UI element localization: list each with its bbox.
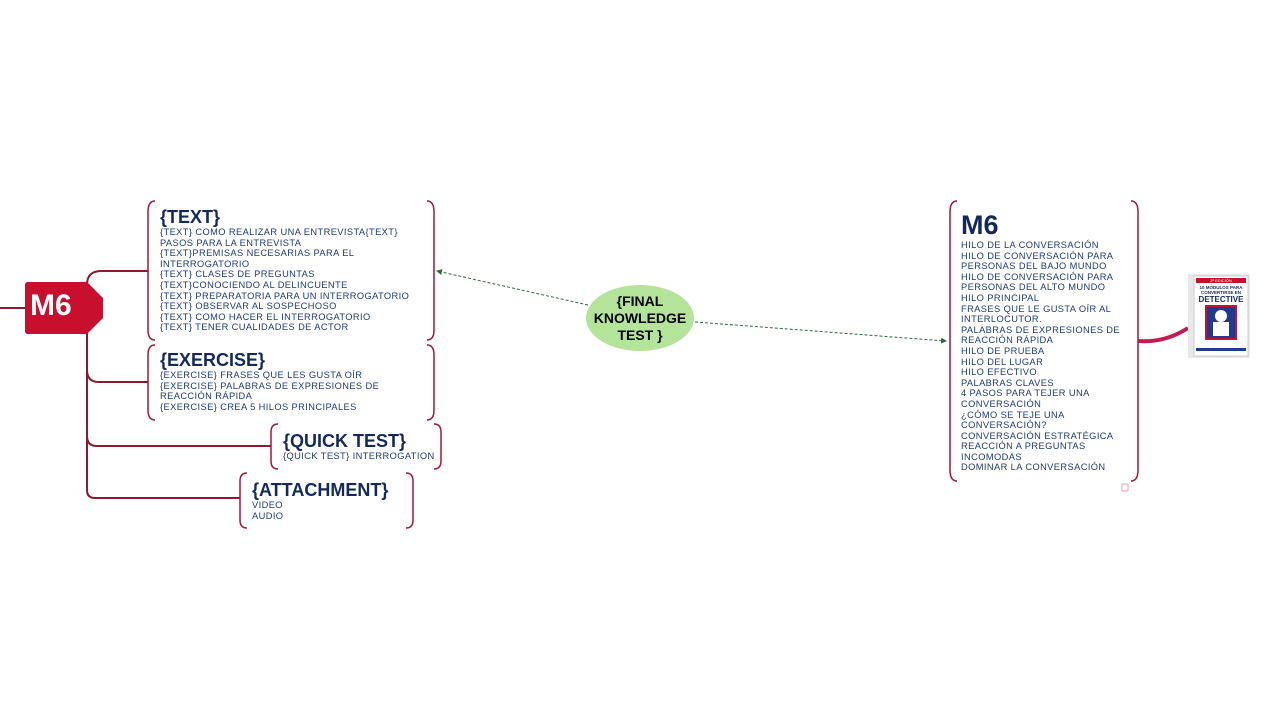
list-item: REACCIÓN RÁPIDA <box>961 335 1054 346</box>
note-icon <box>1121 483 1129 492</box>
list-item: CONVERSACIÓN? <box>961 420 1047 431</box>
branch-items: {EXERCISE} FRASES QUE LES GUSTA OÍR{EXER… <box>160 370 379 412</box>
book-line3: DETECTIVE <box>1199 295 1245 304</box>
list-item: HILO DE CONVERSACIÓN PARA <box>961 250 1114 261</box>
quick-test-branch[interactable]: {QUICK TEST} {QUICK TEST} INTERROGATION <box>283 431 435 462</box>
book-cover-image: 2ª EDICIÓN 10 MÓDULOS PARA CONVERTIRSE E… <box>1188 274 1250 358</box>
list-item: {TEXT} TENER CUALIDADES DE ACTOR <box>160 322 349 333</box>
list-item: {TEXT} PREPARATORIA PARA UN INTERROGATOR… <box>160 290 410 301</box>
list-item: HILO PRINCIPAL <box>961 292 1040 303</box>
text-branch[interactable]: {TEXT} {TEXT} COMO REALIZAR UNA ENTREVIS… <box>160 207 409 333</box>
list-item: INCOMODAS <box>961 451 1022 462</box>
list-item: {EXERCISE} FRASES QUE LES GUSTA OÍR <box>160 370 363 380</box>
list-item: INTERLOCUTOR. <box>961 314 1042 325</box>
center-line: KNOWLEDGE <box>593 309 687 326</box>
list-item: HILO EFECTIVO <box>961 367 1037 378</box>
center-ellipse <box>586 285 694 351</box>
exercise-branch[interactable]: {EXERCISE} {EXERCISE} FRASES QUE LES GUS… <box>160 350 379 412</box>
center-line: TEST } <box>617 326 663 343</box>
branch-title: {ATTACHMENT} <box>252 480 389 500</box>
list-item: {TEXT} COMO HACER EL INTERROGATORIO <box>160 311 371 322</box>
list-item: {TEXT} CLASES DE PREGUNTAS <box>160 269 315 280</box>
book-line1: 10 MÓDULOS PARA <box>1200 283 1244 290</box>
list-item: FRASES QUE LE GUSTA OÍR AL <box>961 303 1112 314</box>
list-item: HILO DE PRUEBA <box>961 345 1045 356</box>
list-item: AUDIO <box>252 510 284 521</box>
list-item: PERSONAS DEL BAJO MUNDO <box>961 261 1107 272</box>
list-item: HILO DEL LUGAR <box>961 356 1044 367</box>
list-item: {TEXT}CONOCIENDO AL DELINCUENTE <box>160 279 348 290</box>
list-item: PASOS PARA LA ENTREVISTA <box>160 237 302 248</box>
topic-title: M6 <box>961 210 999 240</box>
list-item: PALABRAS CLAVES <box>961 377 1054 388</box>
list-item: {EXERCISE} CREA 5 HILOS PRINCIPALES <box>160 401 357 412</box>
branch-title: {EXERCISE} <box>160 350 266 370</box>
brackets <box>147 200 1139 529</box>
book-edition: 2ª EDICIÓN <box>1210 278 1232 283</box>
root-node-label: M6 <box>30 289 72 322</box>
list-item: HILO DE LA CONVERSACIÓN <box>961 240 1099 250</box>
list-item: HILO DE CONVERSACIÓN PARA <box>961 271 1114 282</box>
list-item: {EXERCISE} PALABRAS DE EXPRESIONES DE <box>160 380 380 391</box>
list-item: PERSONAS DEL ALTO MUNDO <box>961 282 1106 293</box>
list-item: CONVERSACIÓN ESTRATÉGICA <box>961 430 1114 441</box>
list-item: 4 PASOS PARA TEJER UNA <box>961 388 1090 399</box>
list-item: DOMINAR LA CONVERSACIÓN <box>961 462 1106 473</box>
branch-items: {QUICK TEST} INTERROGATION <box>283 451 435 462</box>
list-item: {TEXT} OBSERVAR AL SOSPECHOSO <box>160 301 337 312</box>
center-line: {FINAL <box>616 292 664 309</box>
list-item: CONVERSACIÓN <box>961 398 1042 409</box>
branch-title: {QUICK TEST} <box>283 431 407 451</box>
root-node[interactable] <box>25 282 105 334</box>
list-item: REACCIÓN RÁPIDA <box>160 391 253 402</box>
list-item: {QUICK TEST} INTERROGATION <box>283 451 435 461</box>
list-item: {TEXT} COMO REALIZAR UNA ENTREVISTA{TEXT… <box>160 227 398 237</box>
list-item: INTERROGATORIO <box>160 258 250 269</box>
list-item: {TEXT}PREMISAS NECESARIAS PARA EL <box>160 248 355 259</box>
list-item: VIDEO <box>252 500 283 510</box>
branch-title: {TEXT} <box>160 207 221 227</box>
branch-items: {TEXT} COMO REALIZAR UNA ENTREVISTA{TEXT… <box>160 227 409 333</box>
list-item: REACCIÓN A PREGUNTAS <box>961 441 1086 452</box>
list-item: ¿CÓMO SE TEJE UNA <box>961 409 1065 420</box>
book-line2: CONVERTIRSE EN <box>1201 290 1241 295</box>
list-item: PALABRAS DE EXPRESIONES DE <box>961 324 1121 335</box>
